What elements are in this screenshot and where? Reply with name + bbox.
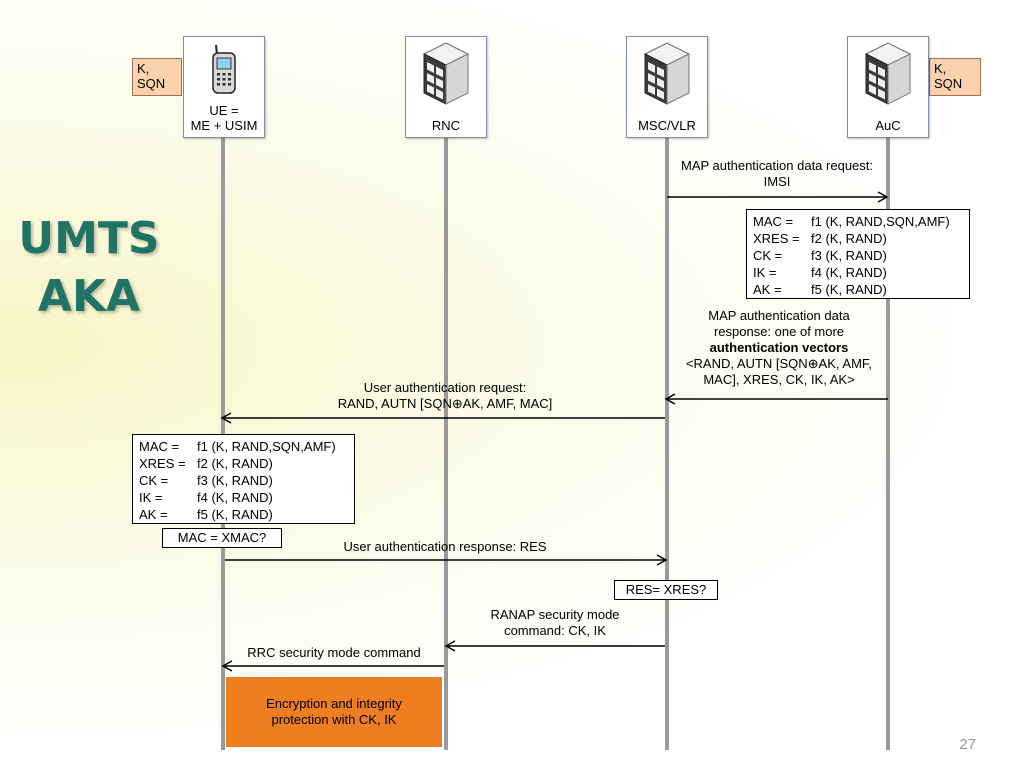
auc-row-key: AK = [753,282,782,297]
auc-row-key: XRES = [753,231,800,246]
ue-computation-row: CK = f3 (K, RAND) [139,472,336,489]
message-m3-line-1: User authentication request: [363,380,527,395]
message-m6-line-1: RRC security mode command [247,645,421,660]
ue-row-value: f3 (K, RAND) [197,473,273,488]
title-line-2: AKA [37,271,141,322]
title-line-1: UMTS [18,213,160,264]
lifeline-rnc [444,138,448,750]
entity-auc-label: AuC [875,118,901,133]
message-m2-line-2: response: one of more [713,324,845,339]
key-sqn-left: K, SQN [132,58,182,96]
message-m2-line-1: MAP authentication data [708,308,850,323]
message-m5-line-1: RANAP security mode [490,607,620,622]
auc-computation-row: IK = f4 (K, RAND) [753,264,950,281]
message-m5-line-2: command: CK, IK [504,623,606,638]
lifeline-msc [665,138,669,750]
message-ranap-security-mode: RANAP security mode command: CK, IK [455,607,655,639]
ue-row-key: XRES = [139,456,186,471]
message-m2-line-3: authentication vectors [709,340,849,355]
mobile-phone-icon [212,44,236,94]
ue-row-key: MAC = [139,439,180,454]
message-user-auth-request: User authentication request: RAND, AUTN … [300,380,590,412]
message-map-request: MAP authentication data request: IMSI [660,158,894,190]
key-right-line-1: K, [934,61,947,76]
ue-row-key: CK = [139,473,169,488]
auc-row-key: IK = [753,265,777,280]
key-left-line-1: K, [137,61,150,76]
entity-msc-vlr: MSC/VLR [626,36,708,138]
ue-computation-row: XRES = f2 (K, RAND) [139,455,336,472]
server-icon [864,42,912,105]
auc-computation-row: CK = f3 (K, RAND) [753,247,950,264]
res-check-box: RES= XRES? [614,580,718,600]
ue-row-key: AK = [139,507,168,522]
server-icon [422,42,470,105]
result-line-2: protection with CK, IK [271,712,397,727]
message-rrc-security-mode: RRC security mode command [228,645,440,661]
ue-row-value: f4 (K, RAND) [197,490,273,505]
entity-ue: UE = ME + USIM [183,36,265,138]
slide-title: UMTS AKA [14,210,164,326]
message-m3-line-2: RAND, AUTN [SQN⊕AK, AMF, MAC] [337,396,553,411]
auc-row-key: MAC = [753,214,794,229]
ue-computation-row: IK = f4 (K, RAND) [139,489,336,506]
message-m2-line-4: <RAND, AUTN [SQN⊕AK, AMF, [685,356,873,371]
auc-computation-row: XRES = f2 (K, RAND) [753,230,950,247]
auc-computation-row: AK = f5 (K, RAND) [753,281,950,298]
mac-check-box: MAC = XMAC? [162,528,282,548]
entity-auc: AuC [847,36,929,138]
message-m2-line-5: MAC], XRES, CK, IK, AK> [703,372,855,387]
auc-row-value: f5 (K, RAND) [811,282,887,297]
page-number: 27 [959,736,976,753]
ue-row-key: IK = [139,490,163,505]
auc-computation-row: MAC = f1 (K, RAND,SQN,AMF) [753,213,950,230]
auc-row-value: f3 (K, RAND) [811,248,887,263]
ue-row-value: f1 (K, RAND,SQN,AMF) [197,439,336,454]
entity-msc-label: MSC/VLR [638,118,696,133]
encryption-result-box: Encryption and integrity protection with… [226,677,442,747]
auc-row-value: f4 (K, RAND) [811,265,887,280]
message-map-response: MAP authentication data response: one of… [656,308,902,388]
lifeline-auc [886,138,890,750]
auc-row-value: f2 (K, RAND) [811,231,887,246]
key-left-line-2: SQN [137,76,166,91]
message-user-auth-response: User authentication response: RES [300,539,590,555]
message-m1-line-2: IMSI [763,174,791,189]
entity-ue-line-1: UE = [209,103,239,118]
ue-row-value: f5 (K, RAND) [197,507,273,522]
ue-computation-row: AK = f5 (K, RAND) [139,506,336,523]
entity-rnc-label: RNC [431,118,461,133]
ue-row-value: f2 (K, RAND) [197,456,273,471]
auc-row-value: f1 (K, RAND,SQN,AMF) [811,214,950,229]
server-icon [643,42,691,105]
key-sqn-right: K, SQN [929,58,981,96]
ue-computation-row: MAC = f1 (K, RAND,SQN,AMF) [139,438,336,455]
entity-rnc: RNC [405,36,487,138]
result-line-1: Encryption and integrity [266,696,402,711]
auc-computation-box: MAC = f1 (K, RAND,SQN,AMF) XRES = f2 (K, R… [746,209,970,299]
message-m4-line-1: User authentication response: RES [343,539,547,554]
message-m1-line-1: MAP authentication data request: [681,158,873,173]
auc-row-key: CK = [753,248,783,263]
entity-ue-line-2: ME + USIM [190,118,258,133]
key-right-line-2: SQN [934,76,963,91]
ue-computation-box: MAC = f1 (K, RAND,SQN,AMF) XRES = f2 (K, R… [132,434,355,524]
